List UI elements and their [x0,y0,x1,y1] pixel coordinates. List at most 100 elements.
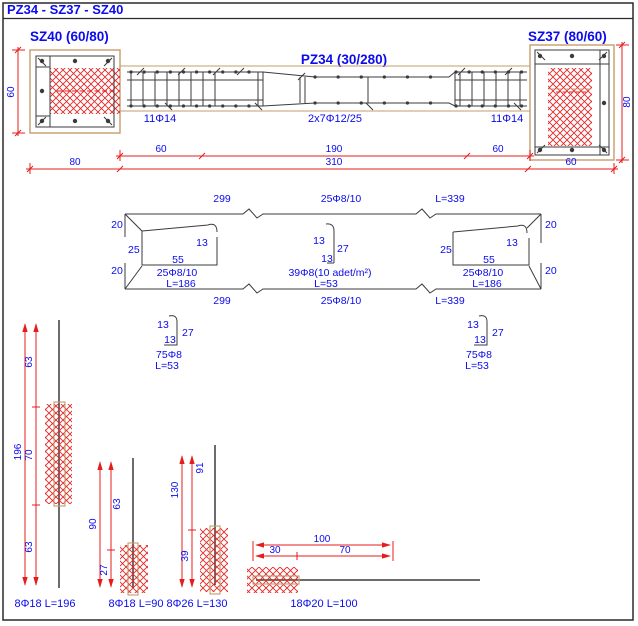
column-hatch [247,567,298,593]
dim-total-text: 130 [170,481,181,498]
right-stirrup-spec: 25Φ8/10 [463,267,504,279]
dim-60-right: 60 [492,144,504,155]
left-stirrup-shape [141,223,218,266]
dim-190: 190 [326,144,343,155]
edge-dim-20-bottom-r: 20 [545,265,557,277]
column-core-hatch [548,68,592,146]
dim-total-text: 90 [88,518,99,530]
plan-outline-sides [124,214,542,289]
drawing-title: PZ34 - SZ37 - SZ40 [7,2,123,17]
column-rebar-dots [39,58,111,124]
beam-label: PZ34 (30/280) [301,52,387,67]
dim-text-60: 60 [6,86,17,98]
dim-left-column-height: 60 [6,46,25,137]
dim-total-text: 100 [314,534,331,545]
bar-detail-label: 8Φ18 L=90 [109,598,164,610]
dim-seg-text: 91 [195,462,206,474]
beam-hook-ticks [136,67,522,111]
bar-detail-2: 90 63 27 8Φ18 L=90 [88,458,163,610]
plan-bottom-length: L=339 [435,295,465,307]
dim-seg-text: 70 [24,449,35,461]
right-stirrup-width: 55 [483,254,495,266]
bar-detail-3: 130 91 39 8Φ26 L=130 [166,445,228,610]
bar-detail-1: 196 63 70 63 8Φ18 L=196 [13,320,76,610]
tie-spec: 75Φ8 [156,349,182,361]
tie-bottom-hook: 13 [164,334,176,346]
plan-outline-top [125,208,541,219]
right-column-label: SZ37 (80/60) [528,29,607,44]
bar-sleeve [209,525,221,595]
mid-tie-length: L=53 [314,278,338,290]
plan-top-dim-299: 299 [213,193,231,205]
beam-web-bars-label: 2x7Φ12/25 [308,113,362,125]
dim-total-text: 196 [13,443,24,460]
stirrup-plan-section: 299 25Φ8/10 L=339 299 25Φ8/10 L=339 20 2… [111,193,557,307]
dim-seg-text: 63 [24,356,35,368]
left-column-label: SZ40 (60/80) [30,29,109,44]
plan-bottom-spec: 25Φ8/10 [321,295,362,307]
dim-60-col: 60 [565,157,577,168]
column-concrete-outline [529,44,615,161]
beam-stirrups-mid [299,77,369,103]
left-stirrup-hook: 13 [196,237,208,249]
bar-sleeve [127,542,139,596]
plan-top-length: L=339 [435,193,465,205]
mid-tie-bottom-hook: 13 [321,253,333,265]
beam-top-rebar [127,71,527,78]
beam-bottom-rebar [127,102,527,107]
tie-height: 27 [492,327,504,339]
left-stirrup-width: 55 [172,254,184,266]
tie-height: 27 [182,327,194,339]
tie-bottom-hook: 13 [474,334,486,346]
dim-text-80: 80 [622,96,633,108]
dimension-row-2: 80 310 60 [26,157,618,174]
right-stirrup-shape [452,224,530,266]
column-hatch [200,528,228,592]
left-stirrup-spec: 25Φ8/10 [157,267,198,279]
dim-80: 80 [69,157,81,168]
beam-pz34: 11Φ14 2x7Φ12/25 11Φ14 [120,65,530,125]
dim-extension-ticks [252,541,394,561]
beam-inner-rebar [127,79,527,101]
beam-stirrups-right [454,72,521,106]
column-hatch [45,404,72,504]
mid-tie-spec: 39Φ8(10 adet/m²) [288,267,371,279]
dim-seg-text: 70 [339,545,351,556]
column-sz37-section [529,44,615,161]
drawing-frame: PZ34 - SZ37 - SZ40 [2,2,634,621]
column-stirrup-inner [535,50,609,155]
dimension-row-1: 60 190 60 [116,144,534,161]
bar-detail-label: 8Φ26 L=130 [166,598,227,610]
dim-seg-text: 39 [180,550,191,562]
edge-dim-20-top: 20 [111,219,123,231]
middle-tie-shape [325,223,335,264]
dim-right-column-height: 80 [616,41,633,164]
edge-dim-20-top-r: 20 [545,219,557,231]
plan-corner-links [124,213,542,290]
dim-seg-text: 63 [24,541,35,553]
dim-seg-text: 63 [112,498,123,510]
tie-length: L=53 [465,360,489,372]
bar-sleeve [53,401,66,507]
beam-concrete-edges [120,65,530,112]
cross-tie-left: 13 27 13 75Φ8 L=53 [155,315,194,372]
tie-spec: 75Φ8 [466,349,492,361]
dim-310: 310 [326,157,343,168]
right-stirrup-length: L=186 [472,278,502,290]
column-stirrup-inner [36,56,51,127]
plan-bottom-dim-299: 299 [213,295,231,307]
bar-detail-label: 8Φ18 L=196 [14,598,75,610]
bar-detail-label: 18Φ20 L=100 [290,598,357,610]
dim-60-left: 60 [155,144,167,155]
right-stirrup-hook: 13 [506,237,518,249]
beam-stirrups-left [130,72,264,106]
dim-seg-text: 30 [269,545,281,556]
column-rebar-dots [537,53,607,153]
bar-detail-4: 100 30 70 18Φ20 L=100 [247,534,480,610]
beam-bars-right-label: 11Φ14 [491,113,523,125]
dim-segment-ticks [32,406,40,506]
plan-top-spec: 25Φ8/10 [321,193,362,205]
beam-elevation-section: SZ40 (60/80) SZ37 (80/60) PZ34 (30/280) … [6,29,633,174]
